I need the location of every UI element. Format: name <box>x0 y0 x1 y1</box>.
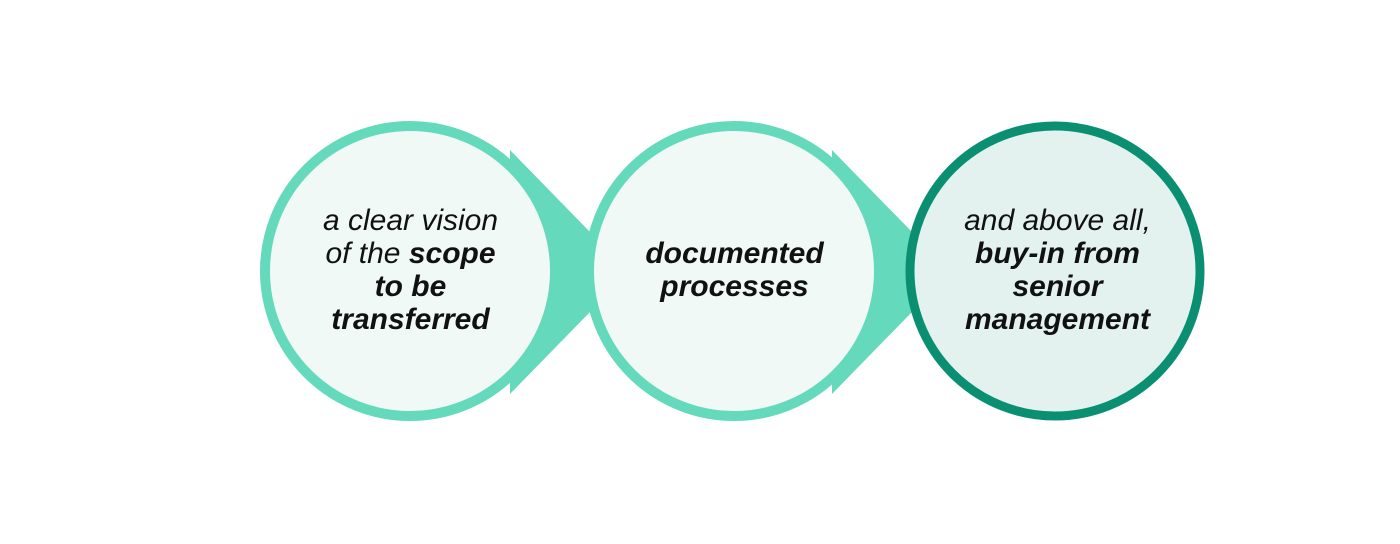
step-3-label: and above all, buy-in from senior manage… <box>915 175 1200 365</box>
step-1-line-2-normal: of the <box>325 237 409 270</box>
step-3-line-1: and above all, <box>964 204 1151 237</box>
step-1-line-4: transferred <box>331 303 490 336</box>
step-1-line-2: of the scope <box>325 237 495 270</box>
step-1-line-2-bold: scope <box>408 237 496 270</box>
step-2-circle <box>584 121 884 421</box>
step-3-line-4: management <box>964 303 1151 336</box>
step-3-line-2: buy-in from <box>975 237 1140 270</box>
step-1-label: a clear vision of the scope to be transf… <box>268 175 553 365</box>
step-1-line-1: a clear vision <box>322 204 499 237</box>
step-1-circle <box>260 121 560 421</box>
step-3-line-3: senior <box>1012 270 1103 303</box>
step-2-line-2: processes <box>660 270 809 303</box>
step-3-circle <box>905 121 1205 421</box>
step-1-line-3: to be <box>374 270 447 303</box>
step-2-line-1: documented <box>645 237 824 270</box>
step-2-label: documented processes <box>592 175 877 365</box>
